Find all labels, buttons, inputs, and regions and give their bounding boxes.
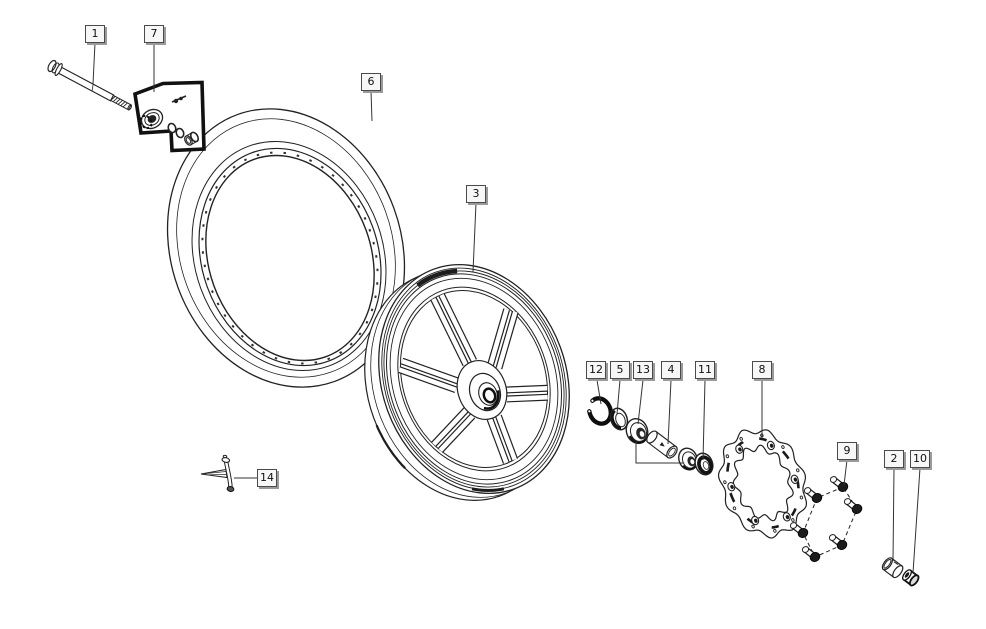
axle-drawing	[47, 59, 133, 111]
callout-1[interactable]: 1	[85, 25, 105, 43]
callout-11[interactable]: 11	[695, 361, 715, 379]
wheel-rim-shading	[375, 268, 505, 493]
spacer-tube-drawing	[646, 430, 678, 459]
valve-drawing	[200, 454, 235, 492]
wheel-spokes-drawing	[397, 293, 548, 464]
callout-14[interactable]: 14	[257, 469, 277, 487]
callout-3[interactable]: 3	[466, 185, 486, 203]
callout-7[interactable]: 7	[144, 25, 164, 43]
callout-13[interactable]: 13	[633, 361, 653, 379]
callout-2[interactable]: 2	[884, 450, 904, 468]
speedo-drive-kit-drawing	[132, 80, 206, 153]
callout-8[interactable]: 8	[752, 361, 772, 379]
axle-nut-drawing	[902, 569, 920, 587]
callout-4[interactable]: 4	[661, 361, 681, 379]
tire-drawing	[166, 108, 406, 388]
callout-5[interactable]: 5	[610, 361, 630, 379]
callout-12[interactable]: 12	[586, 361, 606, 379]
wheel-hub-shading	[483, 390, 500, 410]
dust-seal-drawing	[694, 452, 714, 476]
bushing-drawing	[881, 557, 904, 579]
callout-9[interactable]: 9	[837, 442, 857, 460]
disc-bolts-drawing	[789, 476, 863, 562]
callout-10[interactable]: 10	[910, 450, 930, 468]
leader-lines	[92, 42, 921, 574]
circlip-drawing	[587, 396, 613, 426]
seal-ring-shading	[611, 410, 621, 429]
brake-disc-drawing	[717, 429, 807, 539]
callout-6[interactable]: 6	[361, 73, 381, 91]
